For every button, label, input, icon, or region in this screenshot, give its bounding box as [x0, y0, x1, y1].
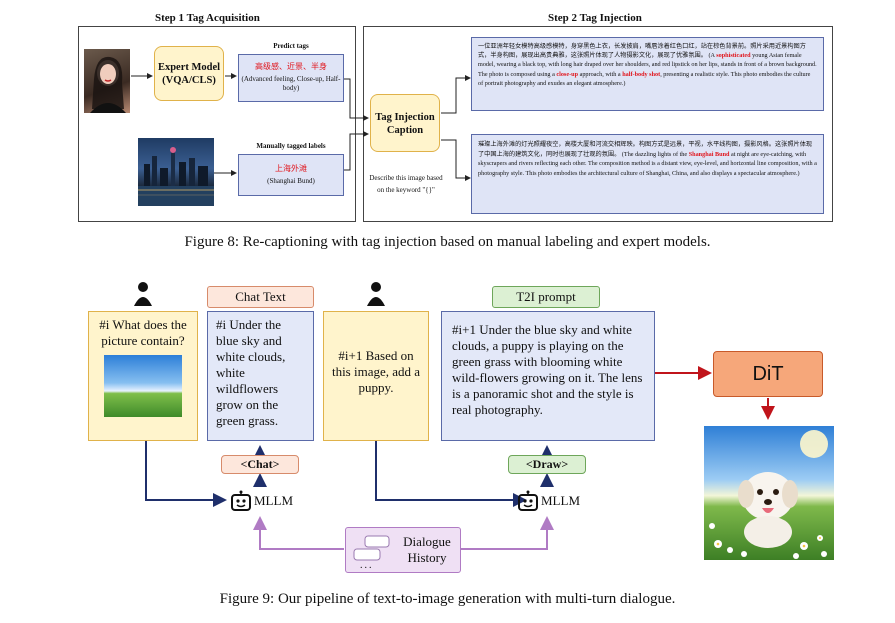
predict-tags-label: Predict tags [273, 42, 309, 50]
puppy-illustration-icon [709, 430, 828, 559]
mllm-2-label: MLLM [541, 493, 580, 508]
output-1-en-pre: (A [708, 52, 715, 60]
manual-tags-box: 上海外滩 (Shanghai Bund) [238, 154, 344, 196]
output-caption-1: 一位亚洲年轻女模特高级感模特，身穿黑色上衣，长发披肩，嘴唇涂着红色口红，站在棕色… [471, 37, 824, 111]
tag-injection-box: Tag Injection Caption [370, 94, 440, 152]
step1-title: Step 1 Tag Acquisition [155, 12, 260, 24]
user-question-2: #i+1 Based on this image, add a puppy. [323, 311, 429, 441]
fig8-arrows [131, 73, 471, 181]
output-1-highlight-2: close-up [556, 70, 579, 78]
output-caption-2: 璀璨上海外滩的灯光照耀夜空，高楼大厦和河流交相辉映。构图方式是远景，平视，水平线… [471, 134, 824, 214]
fig9-arrows [134, 282, 775, 550]
manual-tag-cn: 上海外滩 [275, 164, 307, 173]
portrait-image [84, 49, 130, 113]
chat-tag: <Chat> [221, 455, 299, 474]
expert-model-box: Expert Model (VQA/CLS) [154, 46, 224, 101]
user-question-1: #i What does the picture contain? [88, 311, 198, 441]
city-skyline-icon [138, 147, 214, 206]
t2i-prompt-label: T2I prompt [492, 286, 600, 308]
user-icon-1 [134, 282, 152, 306]
predict-tags-box: 高级感、近景、半身 (Advanced feeling, Close-up, H… [238, 54, 344, 102]
robot-icon [518, 490, 538, 511]
ellipsis: ... [360, 560, 374, 571]
portrait-figure-icon [90, 56, 126, 113]
user-icon-2 [367, 282, 385, 306]
mllm-1-label: MLLM [254, 493, 293, 508]
output-1-cn: 一位亚洲年轻女模特高级感模特，身穿黑色上衣，长发披肩，嘴唇涂着红色口红，站在棕色… [478, 43, 806, 60]
manual-tag-en: (Shanghai Bund) [267, 177, 315, 185]
output-1-en-mid-1: young Asian female model, wearing a blac… [478, 52, 817, 78]
output-1-en-mid-2: approach, with a [579, 70, 621, 78]
draw-tag: <Draw> [508, 455, 586, 474]
dit-box: DiT [713, 351, 823, 397]
predict-tags-en: (Advanced feeling, Close-up, Half-body) [241, 75, 341, 92]
question-1-text: #i What does the picture contain? [99, 317, 187, 348]
output-1-highlight-3: half-body shot [622, 70, 661, 78]
t2i-prompt-answer: #i+1 Under the blue sky and white clouds… [441, 311, 655, 441]
figure-9-caption: Figure 9: Our pipeline of text-to-image … [219, 591, 676, 607]
output-2-highlight: Shanghai Bund [688, 150, 730, 158]
manual-labels-label: Manually tagged labels [256, 142, 326, 150]
chat-answer-1: #i Under the blue sky and white clouds, … [207, 311, 314, 441]
output-1-en-post: , presenting a realistic style. This pho… [478, 70, 811, 87]
output-2-en-post: at night are eye-catching, with skyscrap… [478, 150, 817, 177]
describe-prompt: Describe this image based on the keyword… [369, 174, 443, 194]
puppy-output-image [704, 426, 834, 560]
output-2-en-pre: (The dazzling lights of the [621, 150, 688, 158]
predict-tags-cn: 高级感、近景、半身 [255, 62, 327, 71]
figure-8-caption: Figure 8: Re-captioning with tag injecti… [184, 234, 711, 250]
mllm-2: MLLM [517, 490, 580, 512]
mllm-1: MLLM [230, 490, 293, 512]
output-2-cn: 璀璨上海外滩的灯光照耀夜空，高楼大厦和河流交相辉映。构图方式是远景，平视，水平线… [478, 141, 813, 158]
dialogue-history-label: Dialogue History [403, 534, 451, 565]
chat-text-label: Chat Text [207, 286, 314, 308]
city-image [138, 138, 214, 206]
robot-icon [231, 490, 251, 511]
output-1-highlight-1: sophisticated [716, 52, 751, 60]
step2-title: Step 2 Tag Injection [548, 12, 642, 24]
chat-bubbles-icon [353, 535, 390, 561]
sky-grass-image [104, 355, 182, 417]
dialogue-history-box: ... Dialogue History [345, 527, 461, 573]
